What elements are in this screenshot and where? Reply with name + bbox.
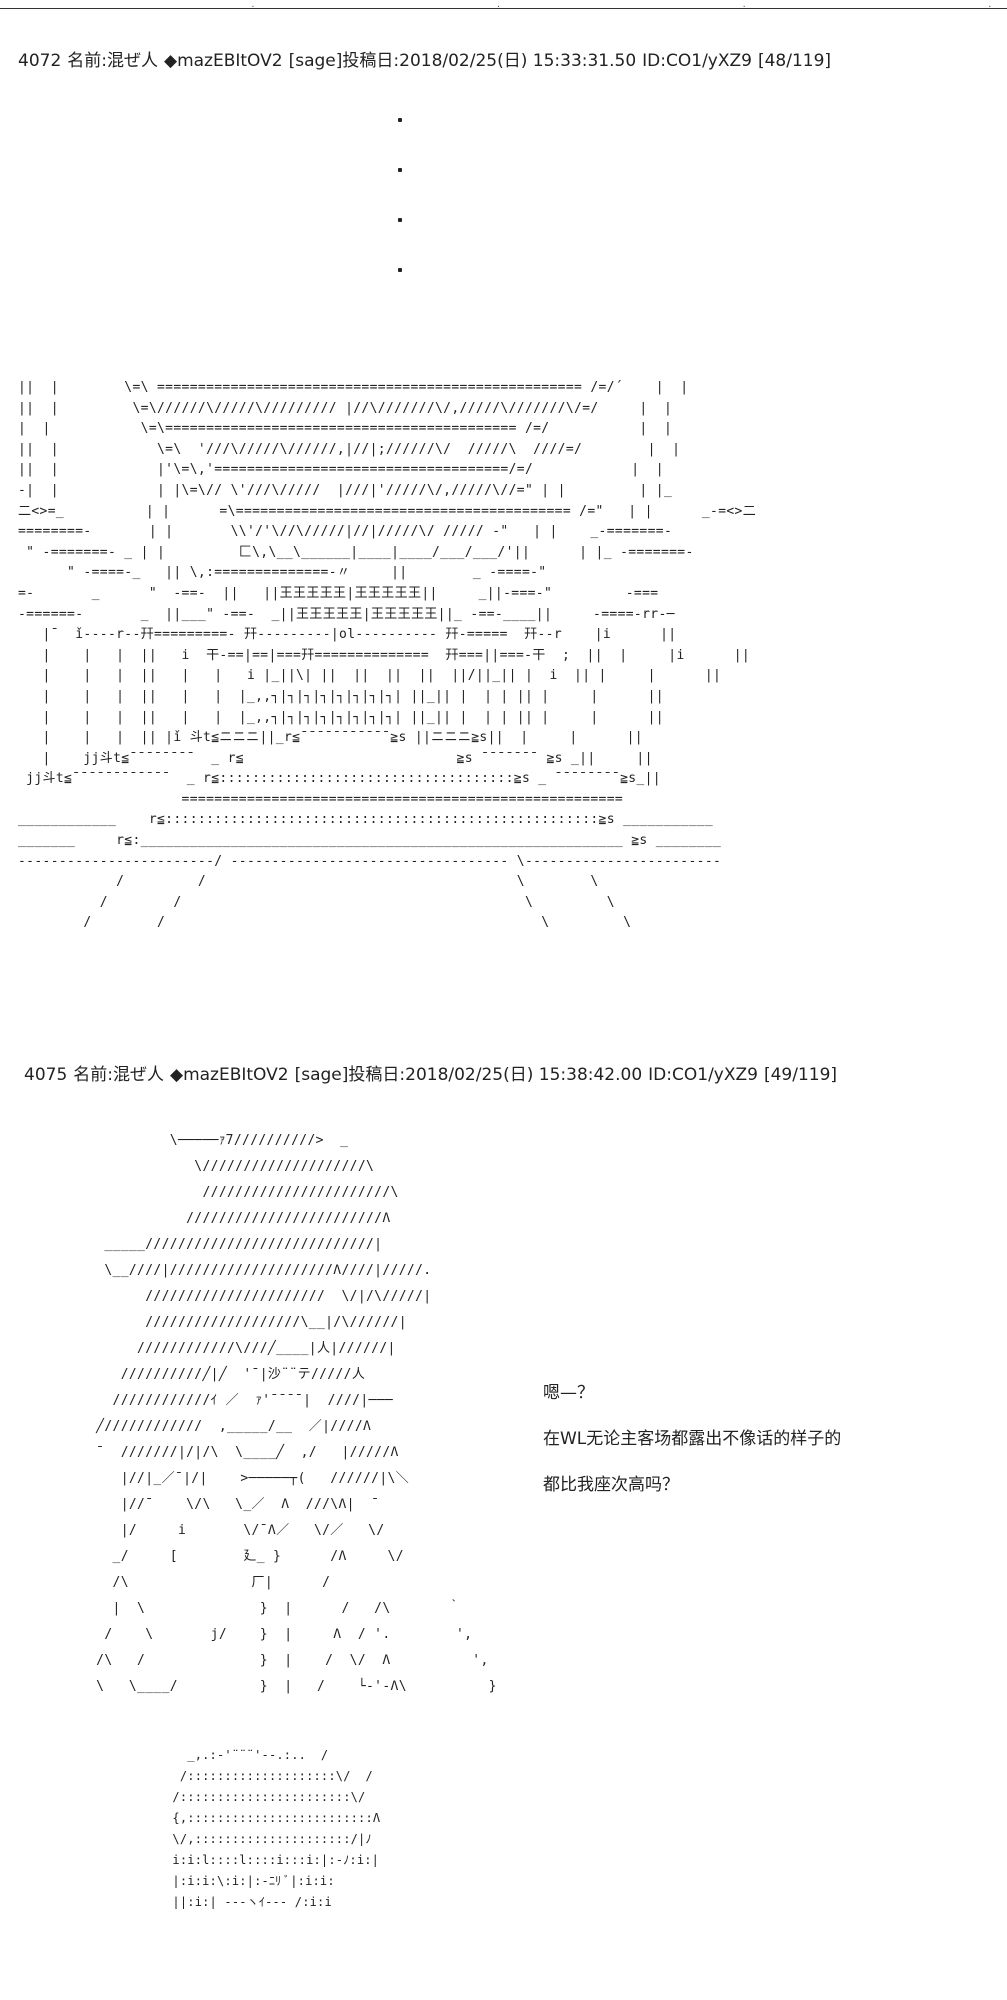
poster-name: 混ぜ人 bbox=[113, 1065, 164, 1085]
ascii-art-temple: || | \=\ ===============================… bbox=[18, 380, 757, 931]
poster-trip: ◆mazEBItOV2 bbox=[164, 51, 283, 71]
dialogue-line-2: 在WL无论主客场都露出不像话的样子的 bbox=[543, 1429, 842, 1449]
dot bbox=[398, 218, 402, 222]
post-date: 2018/02/25(日) 15:33:31.50 bbox=[399, 51, 637, 71]
date-label: 投稿日: bbox=[348, 1065, 406, 1085]
top-divider-marks: · · · · bbox=[0, 2, 993, 11]
dot bbox=[398, 168, 402, 172]
ascii-art-character: \─────ｧ7//////////> _ \/////////////////… bbox=[96, 1133, 497, 1694]
poster-mail: [sage] bbox=[288, 51, 343, 71]
dot bbox=[398, 268, 402, 272]
poster-mail: [sage] bbox=[294, 1065, 349, 1085]
post-number: 4072 bbox=[18, 51, 62, 71]
top-divider bbox=[0, 8, 1007, 9]
dot bbox=[398, 118, 402, 122]
post-counter: [48/119] bbox=[757, 51, 832, 71]
post-date: 2018/02/25(日) 15:38:42.00 bbox=[405, 1065, 643, 1085]
name-label: 名前: bbox=[73, 1065, 113, 1085]
poster-name: 混ぜ人 bbox=[107, 51, 158, 71]
vertical-dots bbox=[398, 118, 408, 318]
post-number: 4075 bbox=[24, 1065, 68, 1085]
dialogue-line-3: 都比我座次高吗？ bbox=[543, 1475, 679, 1495]
dialogue-block: 嗯—？ 在WL无论主客场都露出不像话的样子的 都比我座次高吗？ bbox=[543, 1378, 841, 1516]
poster-id: ID:CO1/yXZ9 bbox=[642, 51, 752, 71]
poster-trip: ◆mazEBItOV2 bbox=[170, 1065, 289, 1085]
post-counter: [49/119] bbox=[763, 1065, 838, 1085]
ascii-art-character-2: _,.:‐'¨¨¨'‐-.:.. / /::::::::::::::::::::… bbox=[172, 1748, 381, 1909]
poster-id: ID:CO1/yXZ9 bbox=[648, 1065, 758, 1085]
name-label: 名前: bbox=[67, 51, 107, 71]
date-label: 投稿日: bbox=[342, 51, 400, 71]
dialogue-line-1: 嗯—？ bbox=[543, 1383, 594, 1403]
